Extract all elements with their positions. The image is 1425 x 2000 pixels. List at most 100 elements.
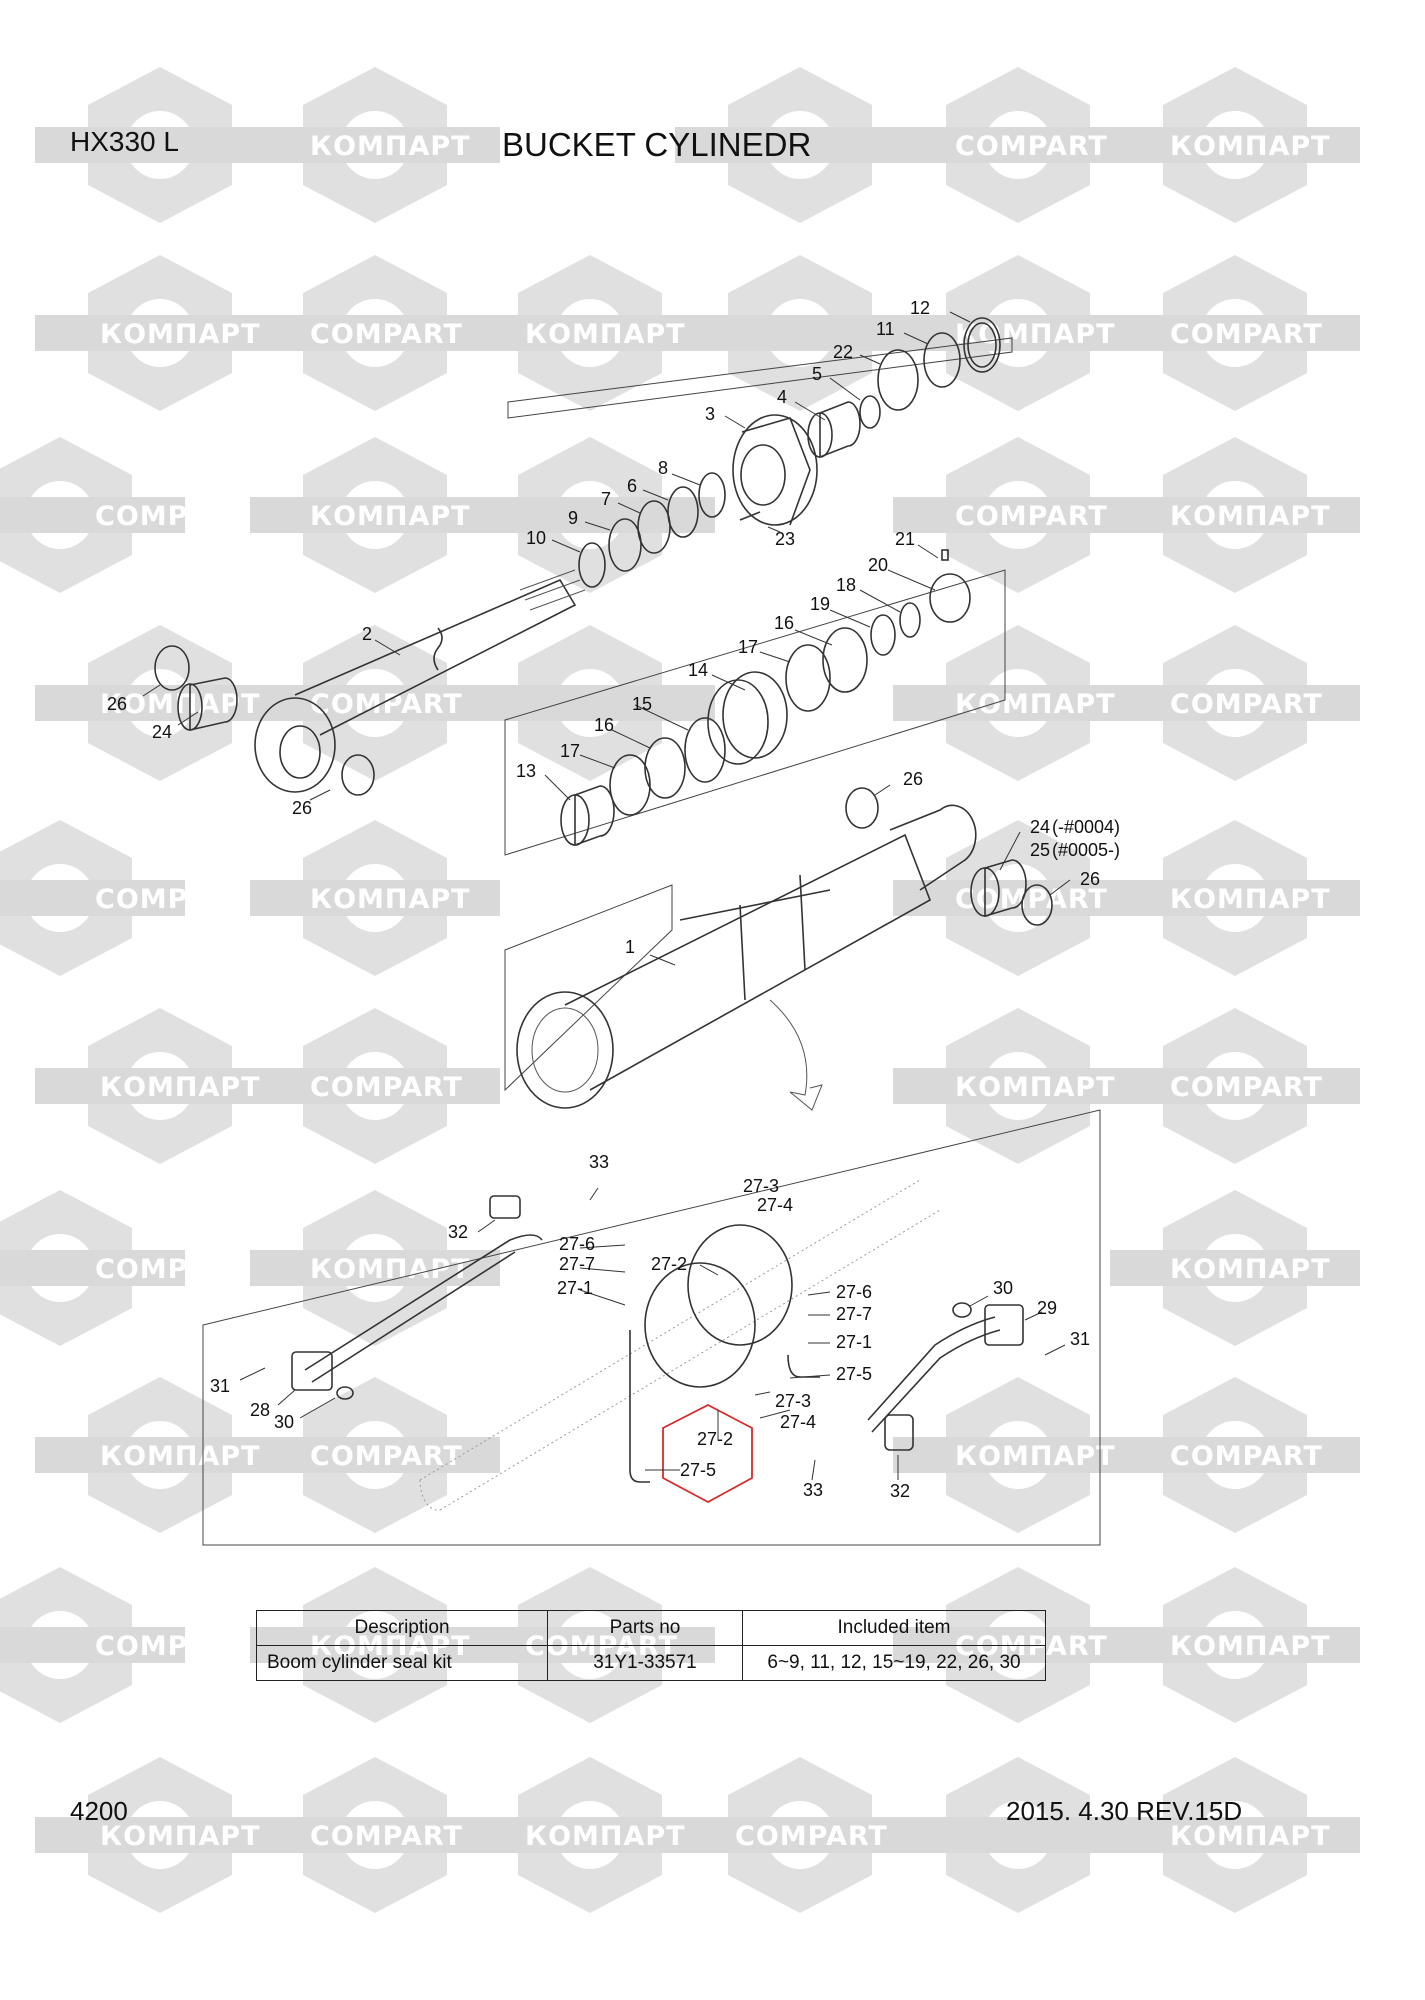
part-27-5-ubolt-b: [787, 1354, 820, 1378]
page-number: 4200: [70, 1796, 128, 1826]
part-24-25-end: [970, 867, 1000, 917]
callout-detail-27-4-a: 27-4: [757, 1195, 793, 1215]
callout-26-a: 26: [107, 694, 127, 714]
callout-24-b-note: (-#0004): [1052, 817, 1120, 837]
part-12-ring-inner: [967, 322, 997, 368]
part-1-tube-clamp: [679, 874, 831, 1001]
callout-26-c: 26: [903, 769, 923, 789]
svg-text:COMPART: COMPART: [735, 1821, 888, 1852]
part-1-tube: [564, 833, 931, 1091]
callout-20: 20: [868, 555, 888, 575]
part-19-ring: [870, 614, 896, 656]
part-9-ring: [608, 518, 642, 572]
svg-text:COMPART: COMPART: [95, 1254, 248, 1285]
svg-text:КОМПАРТ: КОМПАРТ: [955, 689, 1116, 720]
clamp-ring-left: [644, 1262, 756, 1388]
svg-text:КОМПАРТ: КОМПАРТ: [100, 1821, 261, 1852]
svg-text:COMPART: COMPART: [310, 319, 463, 350]
callout-detail-27-7-a: 27-7: [559, 1254, 595, 1274]
callout-detail-30-b: 30: [274, 1412, 294, 1432]
part-8-ring: [698, 472, 726, 518]
callout-17-a: 17: [738, 637, 758, 657]
callout-5: 5: [812, 364, 822, 384]
callout-detail-27-7-b: 27-7: [836, 1304, 872, 1324]
callout-detail-27-1-a: 27-1: [557, 1278, 593, 1298]
part-24-end: [177, 683, 203, 731]
cell-parts-no: 31Y1-33571: [547, 1645, 743, 1681]
callout-25-note: (#0005-): [1052, 840, 1120, 860]
part-24-bushing: [189, 677, 238, 732]
cell-included-item: 6~9, 11, 12, 15~19, 22, 26, 30: [742, 1645, 1046, 1681]
column-header-description: Description: [256, 1610, 548, 1646]
seal-kit-table: Description Parts no Included item Boom …: [256, 1610, 1046, 1681]
svg-text:КОМПАРТ: КОМПАРТ: [1170, 884, 1331, 915]
callout-detail-27-6-a: 27-6: [559, 1234, 595, 1254]
svg-text:КОМПАРТ: КОМПАРТ: [310, 131, 471, 162]
part-2-rod-break: [433, 627, 443, 671]
callout-detail-27-6-b: 27-6: [836, 1282, 872, 1302]
part-30-oring-right: [952, 1302, 972, 1318]
frame-piston-group: [504, 569, 1006, 856]
callout-detail-33-b: 33: [803, 1480, 823, 1500]
callout-15: 15: [632, 694, 652, 714]
highlight-hexagon: [662, 1403, 753, 1504]
part-26-ring-d: [1021, 884, 1053, 926]
part-3-gland-body: [741, 417, 811, 526]
part-18-ring: [899, 602, 921, 638]
part-2-rod: [294, 578, 577, 736]
svg-text:КОМПАРТ: КОМПАРТ: [1170, 501, 1331, 532]
svg-text:COMPART: COMPART: [955, 131, 1108, 162]
part-26-ring-b: [341, 754, 375, 796]
page-title: BUCKET CYLINEDR: [502, 126, 812, 163]
callout-22: 22: [833, 342, 853, 362]
frame-detail-box: [202, 1109, 1101, 1546]
callout-detail-27-5-b: 27-5: [680, 1460, 716, 1480]
svg-text:COMPART: COMPART: [310, 1821, 463, 1852]
part-11-ring: [923, 332, 961, 388]
part-14-piston: [722, 671, 788, 759]
callout-25: 25: [1030, 840, 1050, 860]
callout-11: 11: [876, 319, 895, 339]
callout-6: 6: [627, 476, 637, 496]
part-16-ring-a: [822, 627, 868, 693]
part-13-bushing: [574, 785, 615, 847]
table-header-row: Description Parts no Included item: [256, 1610, 1046, 1646]
svg-text:COMPART: COMPART: [310, 1441, 463, 1472]
part-17-ring-b: [609, 754, 651, 816]
svg-text:COMPART: COMPART: [95, 884, 248, 915]
svg-text:КОМПАРТ: КОМПАРТ: [1170, 1631, 1331, 1662]
svg-text:COMPART: COMPART: [1170, 1441, 1323, 1472]
svg-text:КОМПАРТ: КОМПАРТ: [100, 1072, 261, 1103]
ghost-cylinder: [419, 1179, 941, 1511]
part-27-5-ubolt-a: [629, 1330, 650, 1483]
detail-arrow-icon: [769, 999, 823, 1111]
svg-text:COMPART: COMPART: [955, 501, 1108, 532]
callout-1: 1: [625, 937, 635, 957]
part-16-ring-b: [644, 737, 686, 799]
part-32-pad-top: [489, 1195, 521, 1219]
part-5-ring: [859, 395, 881, 429]
callout-14: 14: [688, 660, 708, 680]
part-10-ring: [578, 542, 606, 588]
frame-tube-group: [504, 884, 673, 1092]
callout-detail-32-b: 32: [890, 1481, 910, 1501]
part-29-flange: [984, 1304, 1024, 1346]
callout-detail-30-a: 30: [993, 1278, 1013, 1298]
svg-text:COMPART: COMPART: [95, 501, 248, 532]
svg-text:КОМПАРТ: КОМПАРТ: [525, 319, 686, 350]
callout-26-d: 26: [1080, 869, 1100, 889]
callout-4: 4: [777, 387, 787, 407]
callout-19: 19: [810, 594, 830, 614]
callout-detail-29: 29: [1037, 1298, 1057, 1318]
callout-detail-28: 28: [250, 1400, 270, 1420]
part-4-bushing: [819, 401, 861, 459]
svg-text:COMPART: COMPART: [1170, 1072, 1323, 1103]
callout-12: 12: [910, 298, 930, 318]
svg-text:COMPART: COMPART: [95, 1631, 248, 1662]
callout-17-b: 17: [560, 741, 580, 761]
part-21-pin: [941, 549, 949, 561]
pipe-left: [304, 1234, 543, 1383]
callout-13: 13: [516, 761, 536, 781]
callout-24-a: 24: [152, 722, 172, 742]
